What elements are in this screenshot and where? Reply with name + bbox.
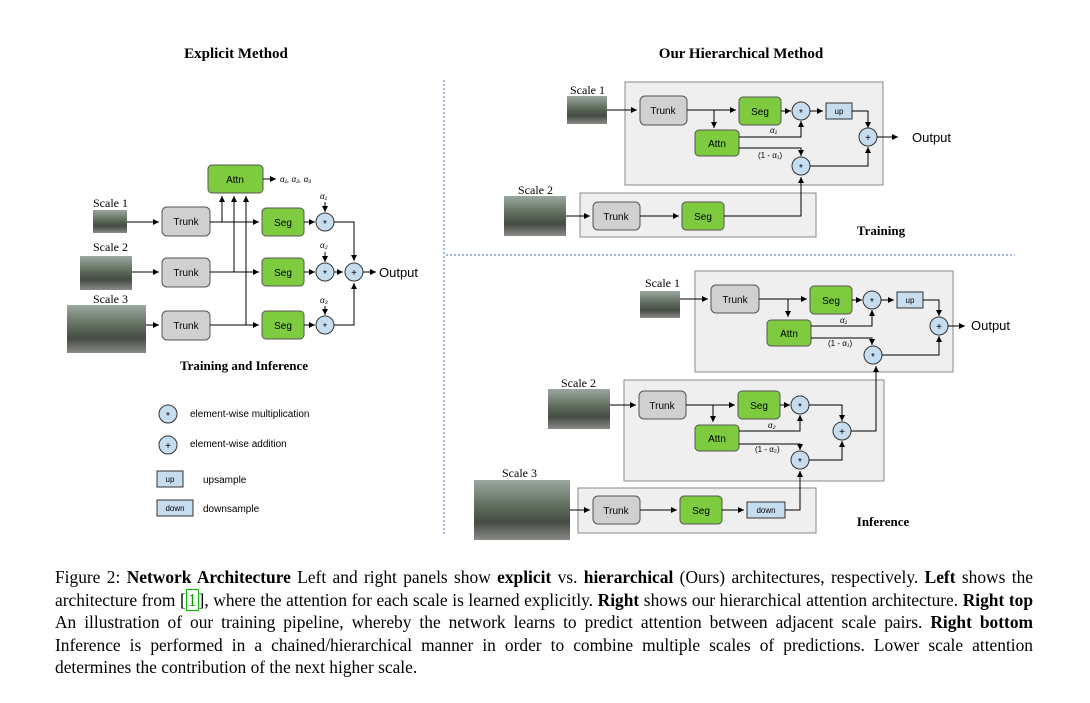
explicit-method-panel: Scale 1 Scale 2 Scale 3 Trunk Trunk Trun… [67, 164, 418, 517]
training-subtitle: Training [857, 223, 906, 238]
left-scale3-label: Scale 3 [93, 292, 128, 306]
svg-text:*: * [323, 219, 327, 230]
svg-text:Attn: Attn [708, 434, 726, 445]
svg-text:Attn: Attn [780, 329, 798, 340]
network-architecture-diagram: Explicit Method Our Hierarchical Method … [67, 46, 1015, 540]
citation-link[interactable]: 1 [185, 588, 199, 611]
left-mult-3: * [315, 315, 335, 335]
svg-text:Seg: Seg [274, 321, 292, 332]
svg-text:+: + [936, 322, 942, 333]
svg-text:up: up [835, 107, 844, 116]
inference-subtitle: Inference [857, 514, 910, 529]
svg-text:*: * [799, 108, 803, 119]
svg-text:up: up [166, 475, 175, 484]
right-title: Our Hierarchical Method [659, 46, 824, 62]
left-scale2-image [80, 256, 132, 290]
inf-scale2-image [548, 389, 610, 429]
svg-text:*: * [871, 352, 875, 363]
svg-text:+: + [865, 133, 871, 144]
svg-text:Trunk: Trunk [603, 212, 629, 223]
left-scale3-image [67, 305, 146, 353]
left-add: + [344, 262, 364, 282]
svg-text:*: * [798, 402, 802, 413]
inference-output: Output [971, 318, 1010, 333]
svg-text:Attn: Attn [226, 175, 244, 186]
svg-text:*: * [799, 163, 803, 174]
legend-down-icon [156, 499, 194, 517]
svg-text:Scale 2: Scale 2 [561, 376, 596, 390]
svg-text:Trunk: Trunk [173, 321, 199, 332]
left-scale1-image [93, 210, 127, 233]
legend-up-text: upsample [203, 475, 247, 486]
svg-text:Scale 1: Scale 1 [570, 83, 605, 97]
legend-add-text: element-wise addition [190, 439, 287, 450]
inference-panel: Scale 1 Trunk Seg * up Attn α₁ (1 - α₁) … [474, 270, 1010, 540]
train-scale2-image [504, 196, 566, 236]
svg-text:Trunk: Trunk [649, 401, 675, 412]
svg-text:Trunk: Trunk [722, 295, 748, 306]
legend-mult-icon [158, 404, 178, 424]
svg-text:Seg: Seg [694, 212, 712, 223]
svg-text:*: * [323, 322, 327, 333]
svg-text:*: * [798, 457, 802, 468]
svg-text:α₁: α₁ [770, 126, 778, 135]
svg-text:Trunk: Trunk [173, 217, 199, 228]
svg-text:α₁: α₁ [840, 316, 848, 325]
svg-text:Attn: Attn [708, 139, 726, 150]
left-mult-2: * [315, 262, 335, 282]
svg-text:α₁: α₁ [320, 192, 328, 201]
left-subtitle: Training and Inference [180, 358, 308, 373]
svg-text:Seg: Seg [750, 401, 768, 412]
svg-text:(1 - α₁): (1 - α₁) [758, 151, 783, 160]
svg-text:Seg: Seg [274, 218, 292, 229]
svg-text:Output: Output [912, 130, 951, 145]
svg-text:α₃: α₃ [320, 296, 328, 305]
svg-text:(1 - α₂): (1 - α₂) [755, 445, 780, 454]
svg-text:up: up [906, 296, 915, 305]
svg-text:+: + [351, 268, 357, 279]
svg-text:Seg: Seg [751, 107, 769, 118]
left-scale1-label: Scale 1 [93, 196, 128, 210]
inf-attn-1 [766, 319, 812, 347]
figure-caption: Figure 2: Network Architecture Left and … [55, 567, 1034, 677]
svg-text:Seg: Seg [692, 506, 710, 517]
svg-text:*: * [323, 269, 327, 280]
svg-text:Seg: Seg [822, 296, 840, 307]
svg-text:Trunk: Trunk [650, 106, 676, 117]
inf-scale1-image [640, 291, 680, 318]
svg-text:Scale 3: Scale 3 [502, 466, 537, 480]
svg-text:Scale 2: Scale 2 [518, 183, 553, 197]
svg-text:Trunk: Trunk [173, 268, 199, 279]
svg-text:+: + [839, 427, 845, 438]
svg-text:down: down [756, 506, 775, 515]
caption-fig-label: Figure 2: [55, 567, 127, 587]
legend-up-icon [156, 470, 184, 488]
svg-text:α₂: α₂ [768, 421, 776, 430]
svg-text:(1 - α₁): (1 - α₁) [828, 339, 853, 348]
train-attn [694, 129, 740, 157]
train-scale1-image [567, 96, 607, 124]
legend-add-icon [158, 435, 178, 455]
left-scale2-label: Scale 2 [93, 240, 128, 254]
svg-text:Seg: Seg [274, 268, 292, 279]
svg-text:α₂: α₂ [320, 241, 328, 250]
svg-text:down: down [165, 504, 184, 513]
left-title: Explicit Method [184, 46, 288, 62]
left-mult-1: * [315, 212, 335, 232]
svg-text:+: + [165, 441, 171, 452]
training-panel: Scale 1 Trunk Seg * up Attn α₁ (1 - α₁) … [504, 81, 951, 238]
svg-text:Trunk: Trunk [603, 506, 629, 517]
svg-text:*: * [166, 411, 170, 422]
left-output: Output [379, 265, 418, 280]
alphas-output: α₁, α₂, α₃ [280, 175, 311, 184]
legend-mult-text: element-wise multiplication [190, 409, 310, 420]
inf-scale3-image [474, 480, 570, 540]
legend-down-text: downsample [203, 504, 260, 515]
svg-text:*: * [870, 297, 874, 308]
inf-attn-2 [694, 424, 740, 452]
svg-text:Scale 1: Scale 1 [645, 276, 680, 290]
legend: * element-wise multiplication + element-… [156, 404, 310, 517]
